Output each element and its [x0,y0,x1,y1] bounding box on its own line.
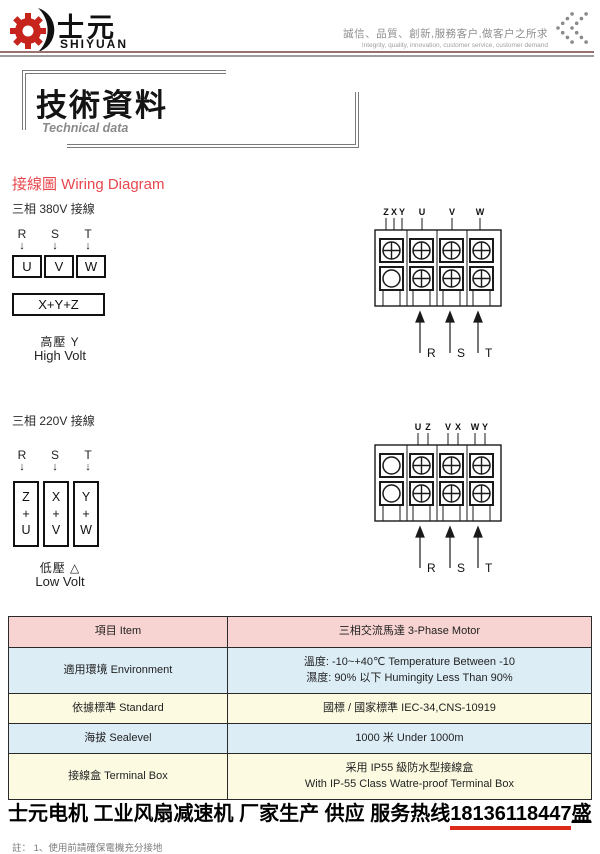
spec-table: 項目 Item 三相交流馬達 3-Phase Motor 適用環境 Enviro… [8,616,593,800]
label-220v: 三相 220V 接線 [12,414,95,428]
label-380v: 三相 380V 接線 [12,202,95,216]
brand-slogan-en: Integrity, quality, innovation, customer… [361,42,548,49]
table-cell-value: 溫度: -10~+40℃ Temperature Between -10 濕度:… [226,647,593,694]
table-row: 依據標準 Standard 國標 / 國家標準 IEC-34,CNS-10919 [8,693,593,724]
header-rule-gray [0,55,594,57]
table-cell-value: 國標 / 國家標準 IEC-34,CNS-10919 [226,693,593,724]
svg-text:X: X [391,207,397,217]
table-cell-value: 1000 米 Under 1000m [226,723,593,754]
svg-text:U: U [415,422,422,432]
link-box-yw: Y + W [73,481,99,547]
svg-text:V: V [449,207,455,217]
phone-number: 18136118447 [450,803,572,830]
down-arrow-icon: ↓ [52,461,58,473]
phase-t-220: T [84,448,92,462]
supplier-headline: 士元电机 工业风扇减速机 厂家生产 供应 服务热线18136118447盛 [8,797,594,830]
brand-name-en: SHIYUAN [60,37,129,51]
svg-text:R: R [427,346,436,360]
terminal-block-220v: U Z V X W Y [374,422,502,575]
phase-r-220: R [17,448,27,462]
header-rule-red [0,51,594,53]
wiring-diagram-heading: 接線圖 Wiring Diagram [12,176,165,193]
terminal-box-v: V [44,255,74,278]
title-frame-top-left [22,70,226,130]
svg-text:X: X [455,422,461,432]
down-arrow-icon: ↓ [52,240,58,252]
svg-text:S: S [457,346,465,360]
down-arrow-icon: ↓ [19,461,25,473]
link-box-xv: X + V [43,481,69,547]
svg-text:T: T [485,346,493,360]
brand-name-cn: 士元 [57,13,117,43]
low-volt-label-en: Low Volt [35,574,85,589]
down-arrow-icon: ↓ [19,240,25,252]
table-header-row: 項目 Item 三相交流馬達 3-Phase Motor [8,616,593,648]
phase-s-220: S [50,448,59,462]
terminal-block-380v: Z X Y U V W [374,207,502,360]
svg-text:S: S [457,561,465,575]
svg-text:Y: Y [399,207,405,217]
gear-logo-icon [10,8,55,52]
page-title: 技術資料 [36,88,168,123]
down-arrow-icon: ↓ [85,240,91,252]
phase-r-380: R [17,227,27,241]
phase-t-380: T [84,227,92,241]
high-volt-label-cn: 高壓 Y [40,335,80,349]
table-row: 海拔 Sealevel 1000 米 Under 1000m [8,723,593,754]
title-frame-bottom-right [67,92,359,148]
svg-text:W: W [471,422,480,432]
svg-text:Z: Z [383,207,389,217]
terminal-box-w: W [76,255,106,278]
table-cell-item: 依據標準 Standard [8,693,228,724]
brand-slogan-cn: 誠信、品質、創新,服務客户,做客户之所求 [343,28,548,40]
table-cell-item: 接線盒 Terminal Box [8,753,228,800]
svg-text:V: V [445,422,451,432]
table-row: 適用環境 Environment 溫度: -10~+40℃ Temperatur… [8,647,593,694]
low-volt-label-cn: 低壓 △ [39,561,81,575]
high-volt-label-en: High Volt [33,348,87,363]
table-row: 接線盒 Terminal Box 采用 IP55 級防水型接線盒 With IP… [8,753,593,800]
table-cell-value: 采用 IP55 級防水型接線盒 With IP-55 Class Watre-p… [226,753,593,800]
page-subtitle: Technical data [42,121,129,135]
table-cell-item: 適用環境 Environment [8,647,228,694]
svg-text:U: U [419,207,426,217]
footer-note: 註： 1、使用前請確保電機充分接地 [12,843,163,854]
headline-text: 士元电机 工业风扇减速机 厂家生产 供应 服务热线 [8,803,451,825]
svg-text:Y: Y [482,422,488,432]
table-header-item: 項目 Item [8,616,228,648]
svg-text:T: T [485,561,493,575]
svg-text:R: R [427,561,436,575]
terminal-box-u: U [12,255,42,278]
svg-text:Z: Z [425,422,431,432]
table-header-value: 三相交流馬達 3-Phase Motor [226,616,593,648]
headline-suffix: 盛 [571,803,592,825]
link-box-zu: Z + U [13,481,39,547]
down-arrow-icon: ↓ [85,461,91,473]
phase-s-380: S [50,227,59,241]
svg-text:W: W [476,207,485,217]
table-cell-item: 海拔 Sealevel [8,723,228,754]
double-chevron-icon [556,12,588,44]
link-box-xyz: X+Y+Z [12,293,105,316]
